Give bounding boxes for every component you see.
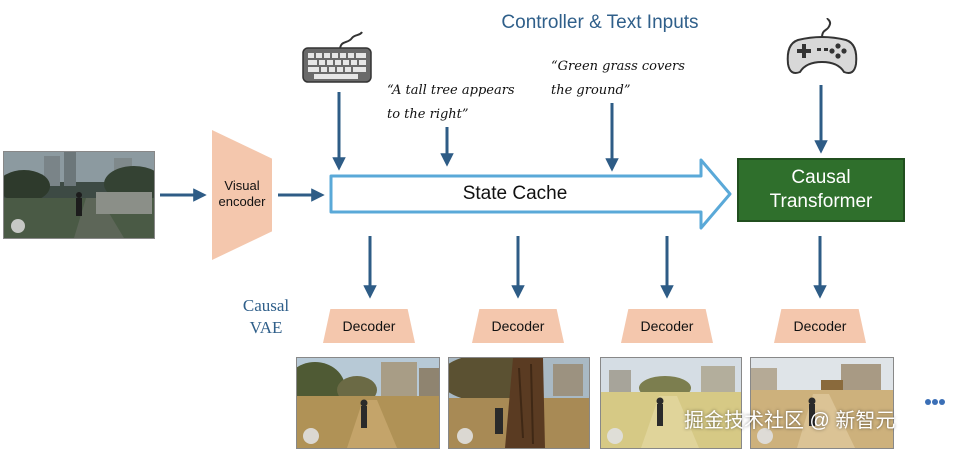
output-frame-3: [600, 357, 742, 449]
output-frame-2: [448, 357, 590, 449]
state-cache-arrow: [329, 158, 732, 230]
visual-encoder-label-line-2: encoder: [218, 194, 266, 209]
decoder-4: Decoder: [774, 309, 866, 343]
causal-transformer-label-line-2: Transformer: [769, 191, 873, 212]
output-frame-3-scene: [601, 358, 741, 448]
decoder-1: Decoder: [323, 309, 415, 343]
output-frame-4: [750, 357, 894, 449]
visual-encoder-label: Visual encoder: [212, 178, 272, 210]
text-input-2-line-1: “Green grass covers: [551, 59, 685, 74]
keyboard-icon: [302, 31, 372, 83]
causal-vae-label-line-1: Causal: [242, 296, 290, 315]
output-frame-4-scene: [751, 358, 893, 448]
output-frame-1: [296, 357, 440, 449]
input-frame-scene: [4, 152, 154, 238]
output-frame-1-scene: [297, 358, 439, 448]
decoder-3: Decoder: [621, 309, 713, 343]
causal-transformer-label: Causal Transformer: [737, 166, 905, 214]
causal-transformer-block: [737, 158, 905, 222]
watermark-logo-icon: [925, 399, 945, 405]
diagram-title: Controller & Text Inputs: [501, 12, 699, 33]
causal-transformer-label-line-1: Causal: [791, 167, 851, 188]
causal-vae-label-line-2: VAE: [249, 318, 283, 337]
text-input-2: “Green grass covers the ground”: [551, 55, 685, 103]
text-input-2-line-2: the ground”: [551, 83, 631, 98]
watermark: 掘金技术社区 @ 新智元: [684, 410, 896, 432]
causal-vae-label: Causal VAE: [226, 295, 306, 339]
text-input-1-line-2: to the right”: [387, 107, 469, 122]
text-input-1-line-1: “A tall tree appears: [387, 83, 515, 98]
decoder-2: Decoder: [472, 309, 564, 343]
state-cache-label: State Cache: [462, 183, 568, 204]
text-input-1: “A tall tree appears to the right”: [387, 79, 515, 127]
gamepad-icon: [786, 18, 858, 74]
output-frame-2-scene: [449, 358, 589, 448]
visual-encoder-label-line-1: Visual: [224, 178, 260, 193]
input-frame: [3, 151, 155, 239]
